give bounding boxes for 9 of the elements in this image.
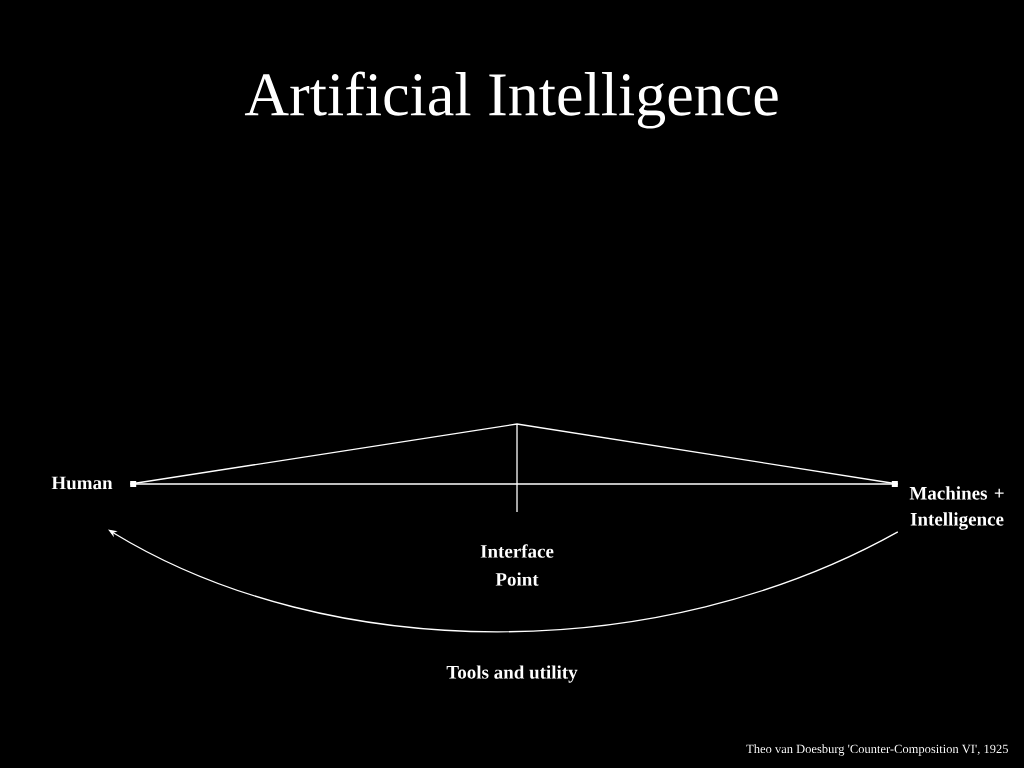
node-label: Human (51, 476, 113, 490)
title: Artificial Intelligence (244, 71, 778, 129)
arrow (108, 529, 899, 633)
node-label: Machines + Intelligence (909, 486, 1004, 530)
caption: Theo van Doesburg 'Counter-Composition VI', 1925 (746, 744, 1008, 756)
point-label: Interface Point (480, 544, 554, 586)
edge-label: Tools and utility (443, 662, 581, 686)
connector-line (130, 481, 898, 487)
connector-line (129, 423, 899, 485)
